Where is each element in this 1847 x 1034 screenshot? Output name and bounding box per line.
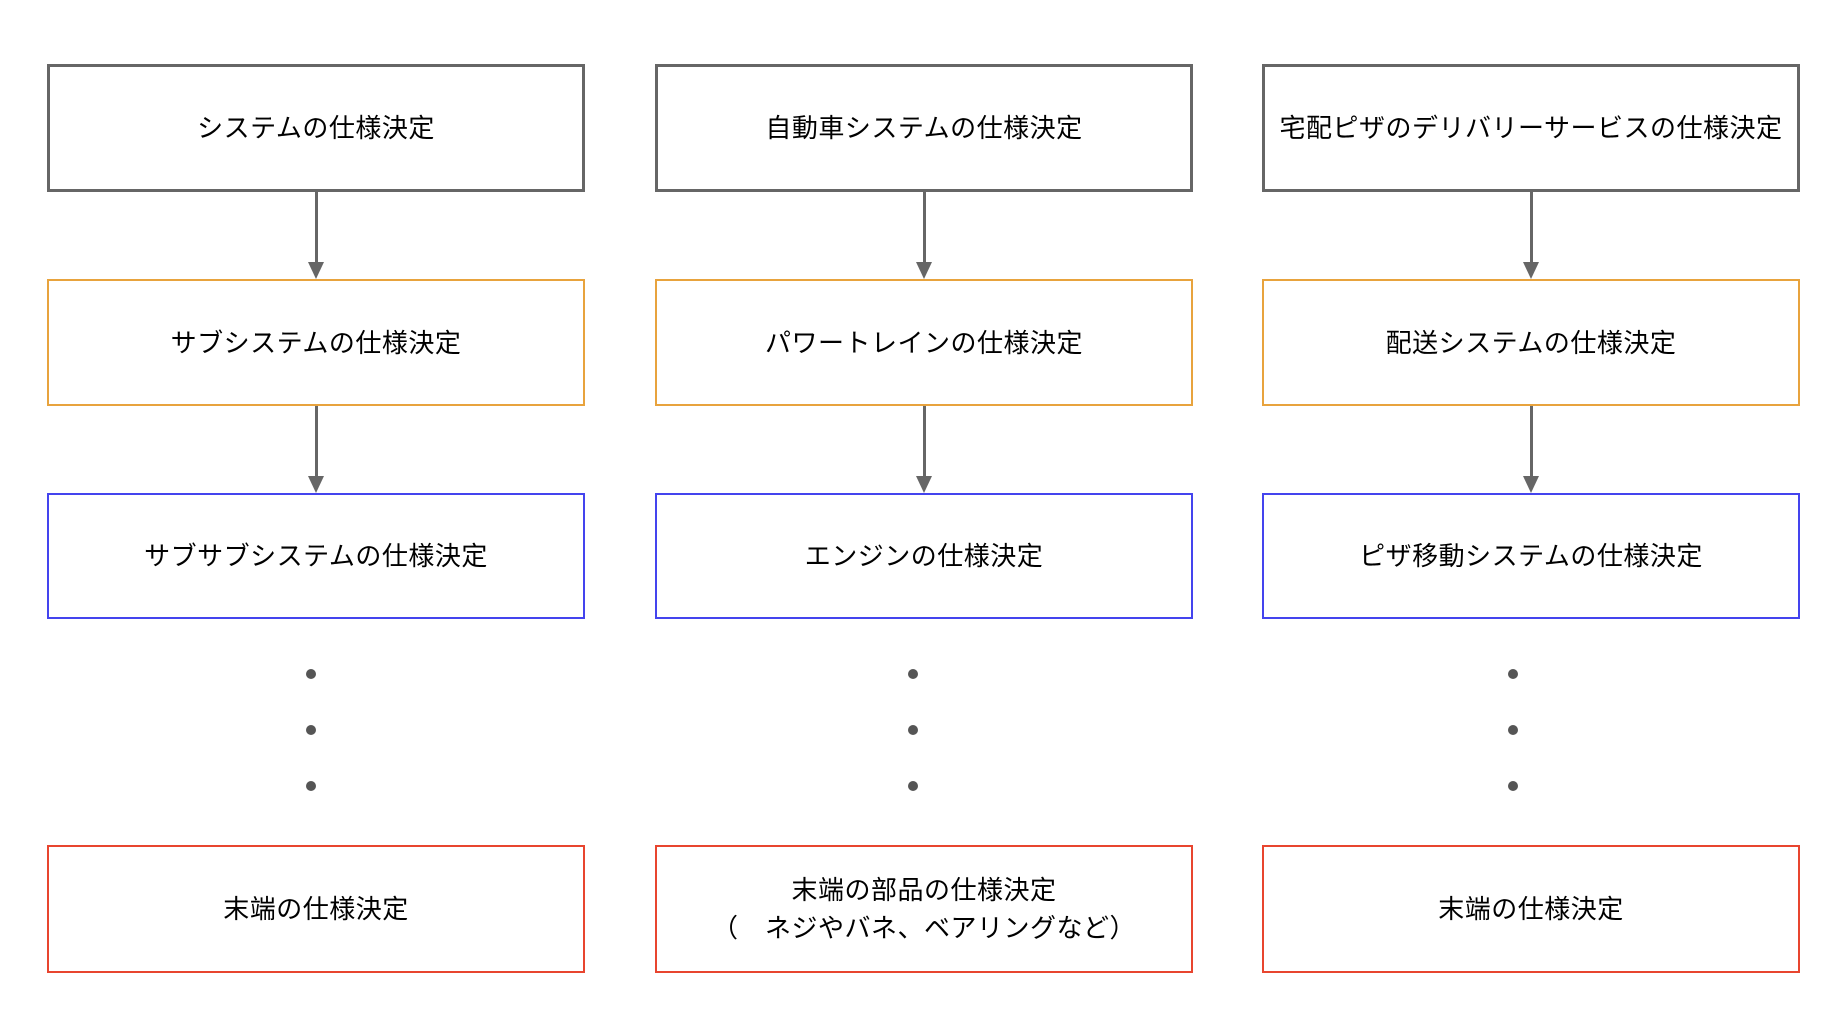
flow-column-car: 自動車システムの仕様決定 パワートレインの仕様決定 エンジンの仕様決定 末端の部… xyxy=(655,64,1193,973)
ellipsis-dot-icon xyxy=(908,781,918,791)
arrow-line xyxy=(1529,406,1533,477)
arrow-line xyxy=(922,192,926,263)
arrowhead-icon xyxy=(308,476,324,493)
box-delivery-system-spec: 配送システムの仕様決定 xyxy=(1262,279,1800,406)
box-subsystem-spec: サブシステムの仕様決定 xyxy=(47,279,585,406)
box-terminal-spec: 末端の仕様決定 xyxy=(47,845,585,973)
box-label: ピザ移動システムの仕様決定 xyxy=(1359,541,1703,571)
arrow-line xyxy=(1529,192,1533,263)
ellipsis-dot-icon xyxy=(306,781,316,791)
box-label: 末端の部品の仕様決定 xyxy=(791,875,1057,905)
box-label: 配送システムの仕様決定 xyxy=(1385,327,1677,358)
ellipsis-dot-icon xyxy=(908,725,918,735)
ellipsis-dots xyxy=(655,619,1193,845)
box-pizza-delivery-service-spec: 宅配ピザのデリバリーサービスの仕様決定 xyxy=(1262,64,1800,192)
box-terminal-parts-spec: 末端の部品の仕様決定 （ ネジやバネ、ベアリングなど） xyxy=(655,845,1193,973)
box-subsubsystem-spec: サブサブシステムの仕様決定 xyxy=(47,493,585,619)
arrow-line xyxy=(314,192,318,263)
arrow-line xyxy=(314,406,318,477)
box-car-system-spec: 自動車システムの仕様決定 xyxy=(655,64,1193,192)
box-terminal-spec: 末端の仕様決定 xyxy=(1262,845,1800,973)
ellipsis-dot-icon xyxy=(1508,725,1518,735)
box-label: 末端の仕様決定 xyxy=(1438,894,1624,924)
box-label: サブサブシステムの仕様決定 xyxy=(144,541,488,571)
box-label: 末端の仕様決定 xyxy=(223,894,409,924)
ellipsis-dot-icon xyxy=(306,725,316,735)
arrowhead-icon xyxy=(916,476,932,493)
box-label: エンジンの仕様決定 xyxy=(804,541,1044,571)
down-arrow xyxy=(655,192,1193,279)
down-arrow xyxy=(655,406,1193,493)
ellipsis-dots xyxy=(47,619,585,845)
box-label: システムの仕様決定 xyxy=(197,113,435,143)
down-arrow xyxy=(47,192,585,279)
ellipsis-dot-icon xyxy=(1508,669,1518,679)
box-label-line2: （ ネジやバネ、ベアリングなど） xyxy=(711,913,1136,943)
down-arrow xyxy=(1262,406,1800,493)
arrow-line xyxy=(922,406,926,477)
box-pizza-transport-system-spec: ピザ移動システムの仕様決定 xyxy=(1262,493,1800,619)
down-arrow xyxy=(1262,192,1800,279)
box-label: 自動車システムの仕様決定 xyxy=(765,113,1083,143)
ellipsis-dot-icon xyxy=(1508,781,1518,791)
ellipsis-dot-icon xyxy=(908,669,918,679)
box-label: 宅配ピザのデリバリーサービスの仕様決定 xyxy=(1279,113,1783,143)
ellipsis-dots xyxy=(1262,619,1800,845)
flow-column-pizza: 宅配ピザのデリバリーサービスの仕様決定 配送システムの仕様決定 ピザ移動システム… xyxy=(1262,64,1800,973)
box-label: サブシステムの仕様決定 xyxy=(170,327,462,358)
box-label: パワートレインの仕様決定 xyxy=(764,327,1083,358)
arrowhead-icon xyxy=(1523,262,1539,279)
box-system-spec: システムの仕様決定 xyxy=(47,64,585,192)
flow-column-system: システムの仕様決定 サブシステムの仕様決定 サブサブシステムの仕様決定 末端の仕… xyxy=(47,64,585,973)
arrowhead-icon xyxy=(916,262,932,279)
box-engine-spec: エンジンの仕様決定 xyxy=(655,493,1193,619)
box-powertrain-spec: パワートレインの仕様決定 xyxy=(655,279,1193,406)
arrowhead-icon xyxy=(308,262,324,279)
down-arrow xyxy=(47,406,585,493)
ellipsis-dot-icon xyxy=(306,669,316,679)
arrowhead-icon xyxy=(1523,476,1539,493)
